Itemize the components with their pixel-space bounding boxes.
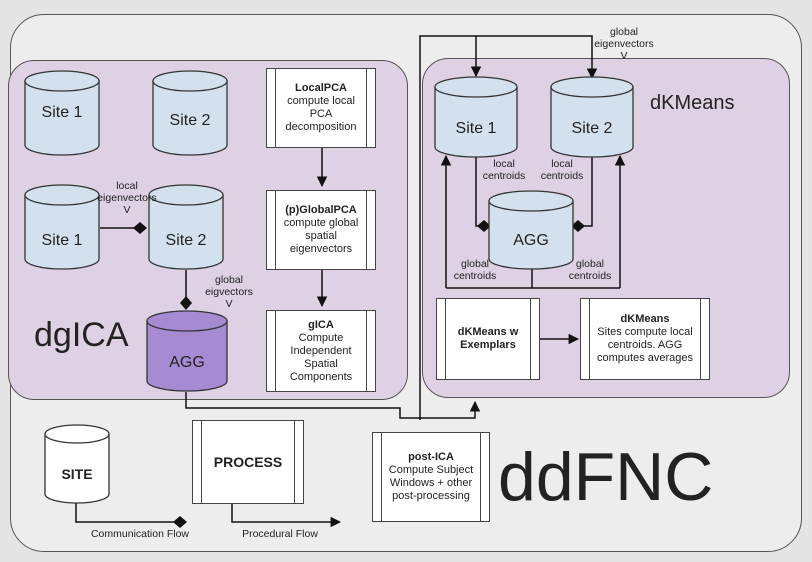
label-text: global eigenvectors — [594, 26, 654, 50]
dgica-title: dgICA — [34, 316, 129, 354]
local-centroids-right-label: local centroids — [540, 158, 584, 182]
dkmeans-title: dKMeans — [650, 92, 735, 114]
process-title: PROCESS — [213, 453, 283, 470]
label-variable: V — [620, 50, 628, 62]
process-title: gICA — [308, 318, 334, 331]
process-body: Compute Subject Windows + other post-pro… — [388, 464, 474, 502]
process-body: compute global spatial eigenvectors — [283, 217, 359, 255]
cylinder-shape — [44, 424, 110, 504]
global-eigenvectors-feed — [419, 35, 598, 420]
dkmeans-box: dKMeans Sites compute local centroids. A… — [580, 298, 710, 380]
diamond-head — [173, 516, 187, 528]
ddfnc-title: ddFNC — [498, 439, 714, 515]
diamond-head — [180, 296, 192, 310]
procedural-flow-label: Procedural Flow — [242, 528, 318, 540]
cylinder-shape — [148, 184, 224, 270]
process-title: dKMeans w Exemplars — [457, 326, 519, 351]
process-body: Sites compute local centroids. AGG compu… — [597, 326, 693, 364]
global-centroids-right-label: global centroids — [568, 258, 612, 282]
gica-box: gICA Compute Independent Spatial Compone… — [266, 310, 376, 392]
process-title: LocalPCA — [295, 82, 347, 94]
diamond-head — [477, 220, 491, 232]
global-eigenvectors-label: global eigenvectors V — [588, 26, 660, 62]
communication-flow-label: Communication Flow — [90, 528, 190, 540]
cylinder-label: Site 1 — [455, 120, 497, 137]
procedural-flow-line — [231, 504, 342, 528]
cylinder-label: AGG — [513, 232, 549, 249]
process-title: post-ICA — [408, 451, 454, 463]
label-variable: V — [225, 298, 233, 310]
cylinder-shape — [24, 184, 100, 270]
process-text: post-ICA Compute Subject Windows + other… — [385, 433, 477, 521]
cylinder-shape — [152, 70, 228, 156]
local-centroids-left-label: local centroids — [482, 158, 526, 182]
localpca-box: LocalPCA compute local PCA decomposition — [266, 68, 376, 148]
label-variable: V — [123, 204, 131, 216]
process-title: (p)GlobalPCA — [285, 204, 357, 216]
cylinder-shape — [488, 190, 574, 270]
dgica-site-1-cylinder: Site 1 — [24, 184, 100, 270]
post-ica-box: post-ICA Compute Subject Windows + other… — [372, 432, 490, 522]
cylinder-shape — [24, 70, 100, 156]
dkmeans-site-1-cylinder: Site 1 — [434, 76, 518, 158]
label-text: global eigvectors — [205, 274, 253, 298]
process-text: LocalPCA compute local PCA decomposition — [279, 69, 363, 147]
label-text: local eigenvectors — [97, 180, 157, 204]
dgica-site-2-cylinder: Site 2 — [148, 184, 224, 270]
legend-process-box: PROCESS — [192, 420, 304, 504]
dkmeans-site-2-cylinder: Site 2 — [550, 76, 634, 158]
process-text: PROCESS — [205, 421, 291, 503]
dkmeans-exemplars-box: dKMeans w Exemplars — [436, 298, 540, 380]
process-body: compute local PCA decomposition — [285, 95, 357, 133]
process-text: dKMeans w Exemplars — [449, 299, 527, 379]
agg-to-dkmeans-arrow — [185, 392, 481, 419]
cylinder-shape — [550, 76, 634, 158]
cylinder-label: Site 2 — [571, 120, 613, 137]
cylinder-label: Site 1 — [41, 232, 83, 249]
local-eigenvectors-label: local eigenvectors V — [96, 180, 158, 216]
dkmeans-agg-cylinder: AGG — [488, 190, 574, 270]
global-eigvectors-label: global eigvectors V — [196, 274, 262, 310]
dgica-site-2-top-cylinder: Site 2 — [152, 70, 228, 156]
cylinder-label: AGG — [169, 354, 205, 371]
process-text: (p)GlobalPCA compute global spatial eige… — [279, 191, 363, 269]
process-title: dKMeans — [620, 313, 670, 325]
process-text: gICA Compute Independent Spatial Compone… — [279, 311, 363, 391]
process-text: dKMeans Sites compute local centroids. A… — [593, 299, 697, 379]
global-centroids-left-label: global centroids — [453, 258, 497, 282]
cylinder-shape — [434, 76, 518, 158]
cylinder-label: Site 2 — [165, 232, 207, 249]
legend-site-cylinder: SITE — [44, 424, 110, 504]
cylinder-label: Site 2 — [169, 112, 211, 129]
process-body: Compute Independent Spatial Components — [289, 331, 353, 383]
cylinder-label: SITE — [61, 466, 93, 482]
cylinder-label: Site 1 — [41, 104, 83, 121]
cylinder-shape — [146, 310, 228, 392]
diamond-head — [133, 222, 147, 234]
dgica-site-1-top-cylinder: Site 1 — [24, 70, 100, 156]
globalpca-box: (p)GlobalPCA compute global spatial eige… — [266, 190, 376, 270]
diamond-head — [571, 220, 585, 232]
dgica-agg-cylinder: AGG — [146, 310, 228, 392]
